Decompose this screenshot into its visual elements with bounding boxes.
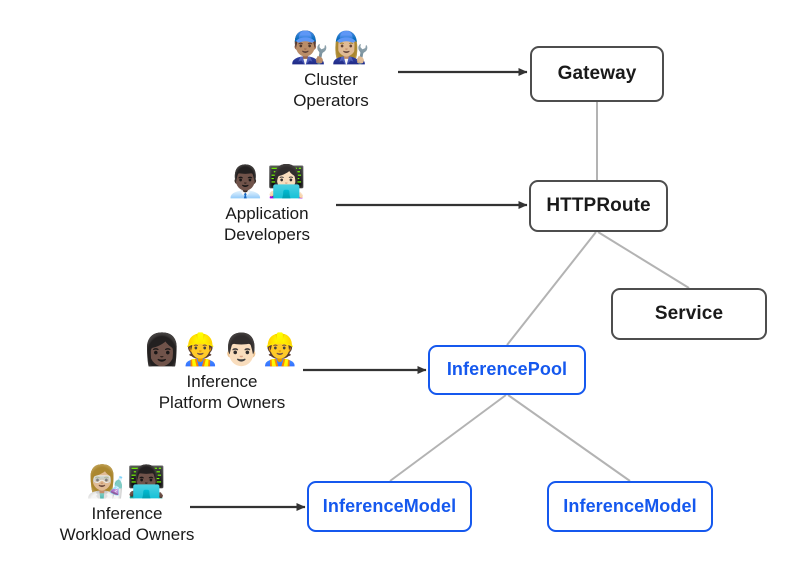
persona-arrows (190, 68, 528, 511)
persona-inference-platform-owners: 👩🏿‍👷👨🏻‍👷 Inference Platform Owners (117, 335, 327, 413)
edge-httproute-inferencepool (506, 231, 597, 346)
persona-label: Inference Workload Owners (59, 504, 195, 544)
man-mechanic-icon: 👨🏽‍🔧👩🏼‍🔧 (290, 30, 372, 66)
node-gateway[interactable]: Gateway (530, 46, 664, 102)
node-label: Gateway (557, 62, 637, 84)
node-inferencepool[interactable]: InferencePool (428, 345, 586, 395)
node-httproute[interactable]: HTTPRoute (529, 180, 668, 232)
woman-construction-worker-icon: 👩🏿‍👷👨🏻‍👷 (142, 332, 302, 368)
persona-label: Cluster Operators (293, 70, 369, 110)
node-label: HTTPRoute (546, 194, 651, 216)
persona-inference-workload-owners: 👩🏼‍🔬👨🏿‍💻 Inference Workload Owners (22, 467, 232, 545)
persona-label: Inference Platform Owners (158, 372, 286, 412)
woman-scientist-icon: 👩🏼‍🔬👨🏿‍💻 (86, 464, 168, 500)
persona-application-developers: 👨🏿‍💼👩🏻‍💻 Application Developers (162, 167, 372, 245)
man-office-worker-icon: 👨🏿‍💼👩🏻‍💻 (226, 164, 308, 200)
persona-cluster-operators: 👨🏽‍🔧👩🏼‍🔧 Cluster Operators (226, 33, 436, 111)
node-label: Service (654, 302, 724, 324)
edge-httproute-service (597, 231, 690, 289)
node-label: InferenceModel (322, 495, 457, 516)
node-label: InferencePool (446, 359, 568, 380)
edge-pool-model-left (389, 394, 507, 482)
node-inferencemodel1[interactable]: InferenceModel (307, 481, 472, 532)
node-label: InferenceModel (563, 495, 697, 516)
node-inferencemodel2[interactable]: InferenceModel (547, 481, 713, 532)
node-service[interactable]: Service (611, 288, 767, 340)
persona-label: Application Developers (224, 204, 310, 244)
edge-pool-model-right (507, 394, 631, 482)
